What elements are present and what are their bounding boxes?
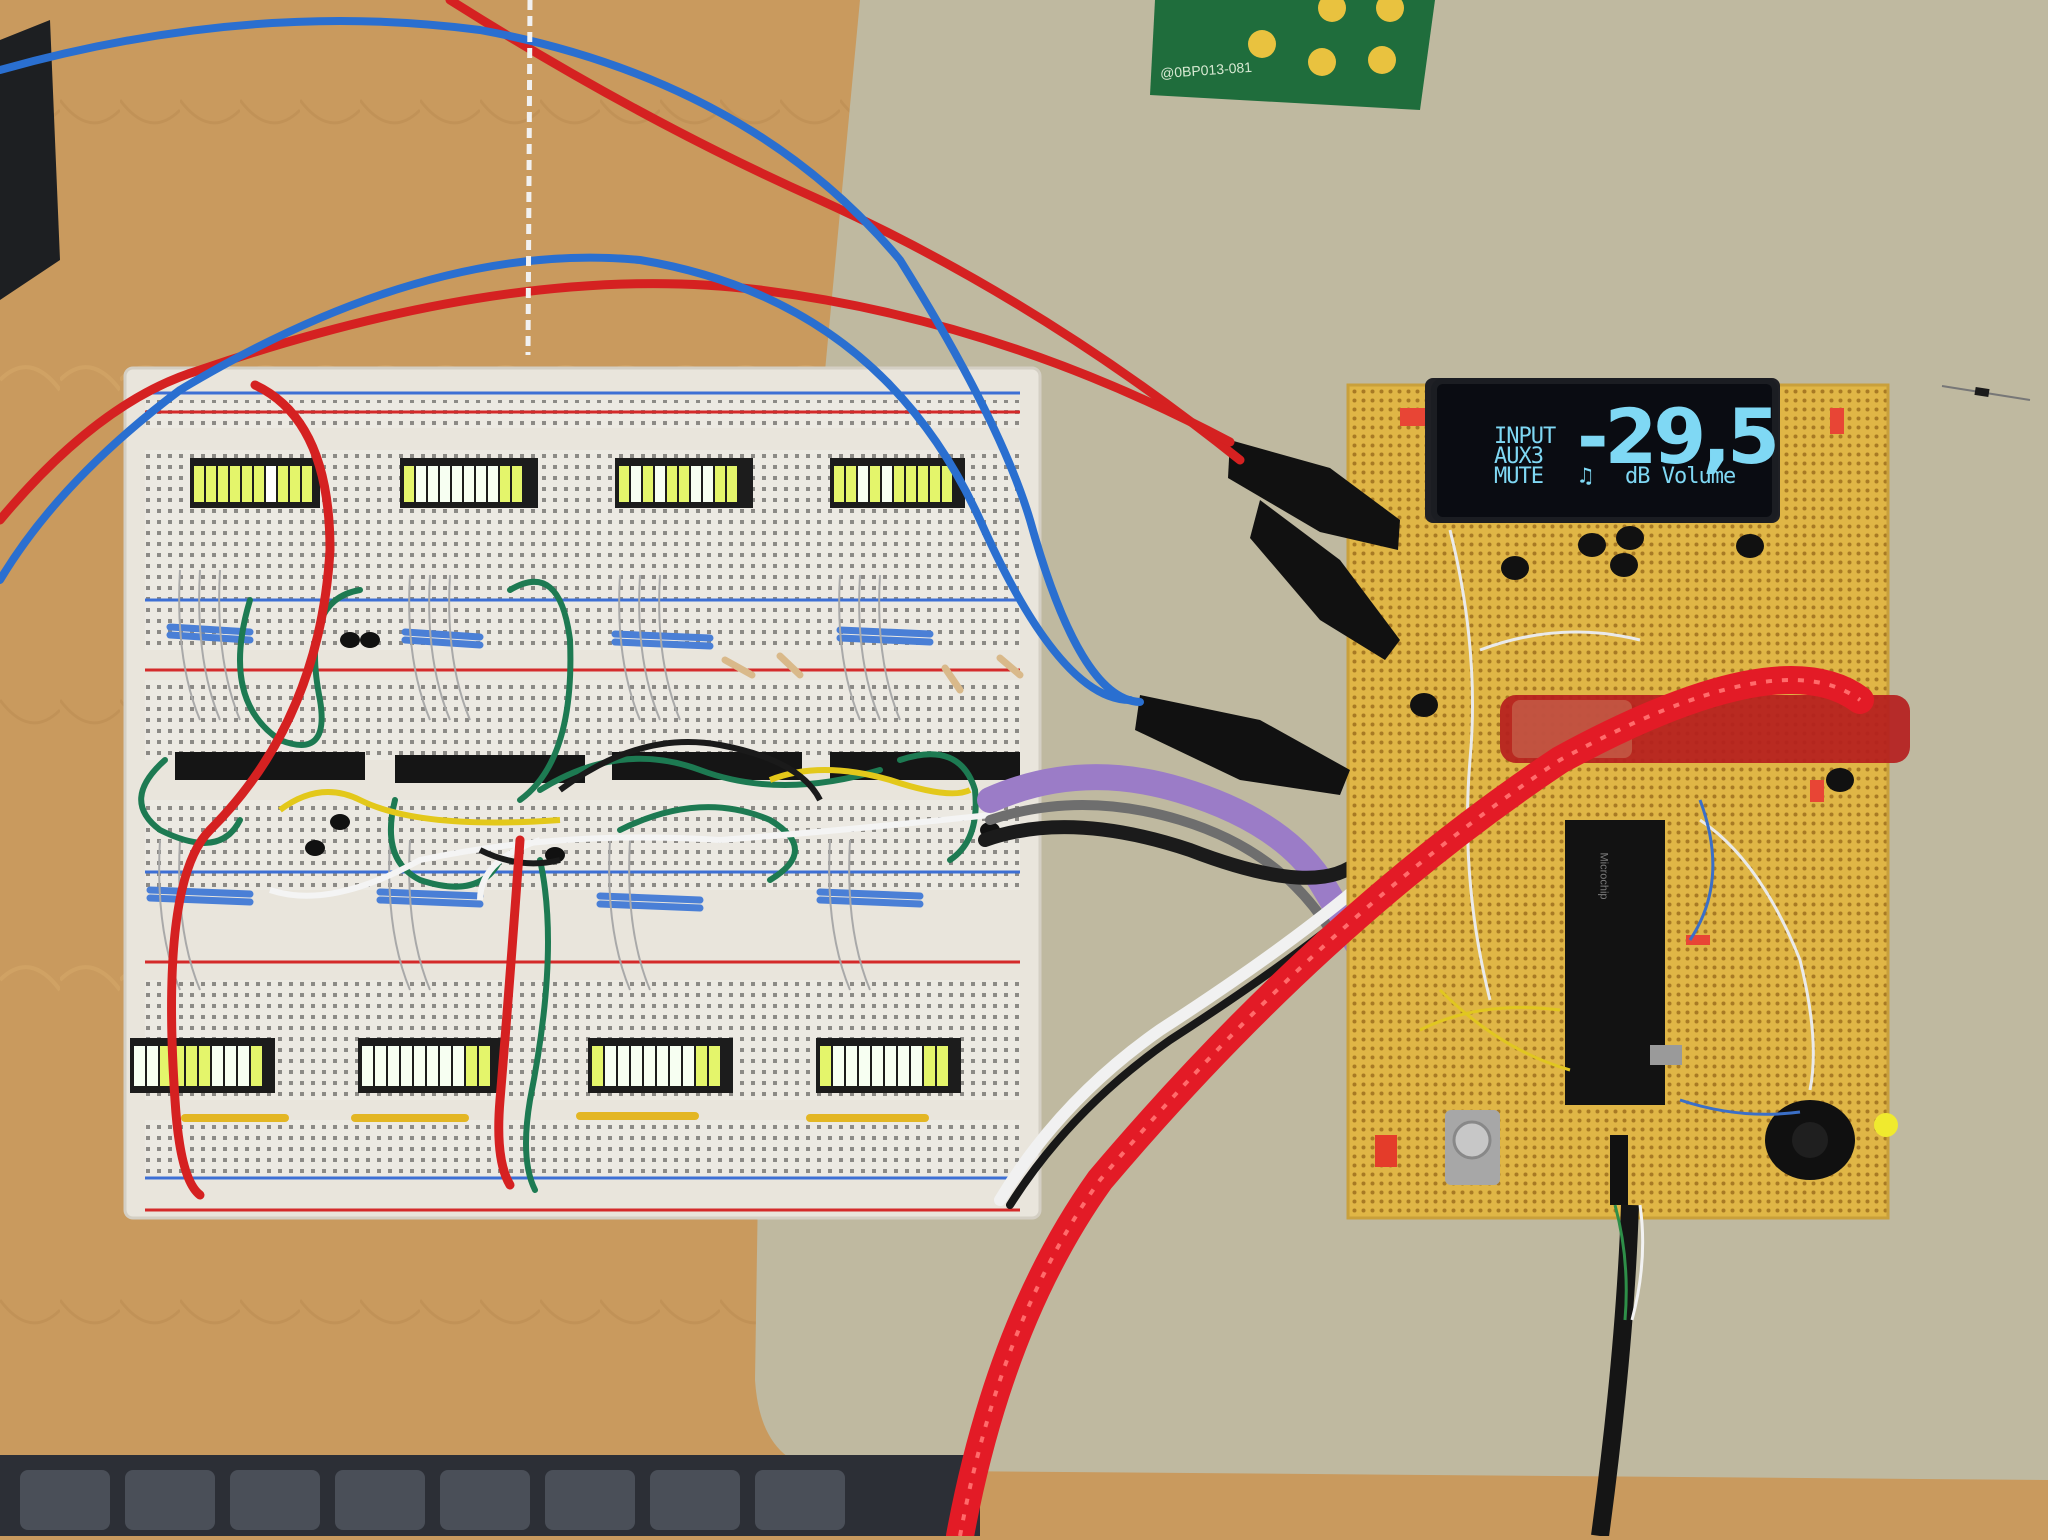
breadboard bbox=[123, 366, 1042, 1220]
oled-display: INPUT AUX3 MUTE -29,5 ♫ dB Volume bbox=[1437, 384, 1780, 517]
resistor-leads bbox=[158, 569, 901, 991]
blue-wires bbox=[0, 17, 1144, 706]
striped-wire bbox=[525, 0, 533, 356]
white-jumpers bbox=[269, 812, 991, 901]
oled-line-input: INPUT bbox=[1494, 424, 1556, 449]
resistor-arrays bbox=[146, 623, 934, 912]
perfboard-wiring bbox=[1448, 529, 1815, 1091]
led-bar-3 bbox=[615, 458, 753, 508]
red-wires bbox=[0, 0, 1245, 1200]
chip-label: Microchip bbox=[1597, 852, 1610, 900]
led-bar-4 bbox=[830, 458, 965, 508]
keypad-pcb bbox=[1150, 0, 1435, 110]
music-note-icon: ♫ bbox=[1579, 464, 1593, 489]
beige-resistors bbox=[721, 652, 1024, 694]
oled-line-aux: AUX3 bbox=[1494, 444, 1544, 469]
led-bar-6 bbox=[358, 1038, 503, 1093]
keyboard-keys bbox=[20, 1470, 845, 1530]
oled-volume-value: -29,5 bbox=[1577, 392, 1780, 481]
perfboard-blue-wires bbox=[1679, 799, 1801, 1116]
perfboard-transistors bbox=[1410, 526, 1854, 792]
yellow-jumpers bbox=[181, 1112, 929, 1122]
perfboard-parts bbox=[1375, 408, 1898, 1205]
alligator-clips bbox=[1135, 440, 1400, 795]
led-bar-5 bbox=[130, 1038, 275, 1093]
led-bar-7 bbox=[588, 1038, 733, 1093]
led-bar-1 bbox=[190, 458, 320, 508]
oled-line-mute: MUTE bbox=[1494, 464, 1544, 489]
led-bar-row-top bbox=[190, 458, 965, 508]
led-bar-8 bbox=[816, 1038, 961, 1093]
led-bar-2 bbox=[400, 458, 538, 508]
led-bar-row-bottom bbox=[130, 1038, 961, 1093]
perfboard-yellow-wires bbox=[1419, 988, 1571, 1072]
oled-volume-unit: dB Volume bbox=[1625, 464, 1736, 489]
black-bag bbox=[0, 20, 60, 300]
black-usb-cable bbox=[1591, 1204, 1639, 1538]
